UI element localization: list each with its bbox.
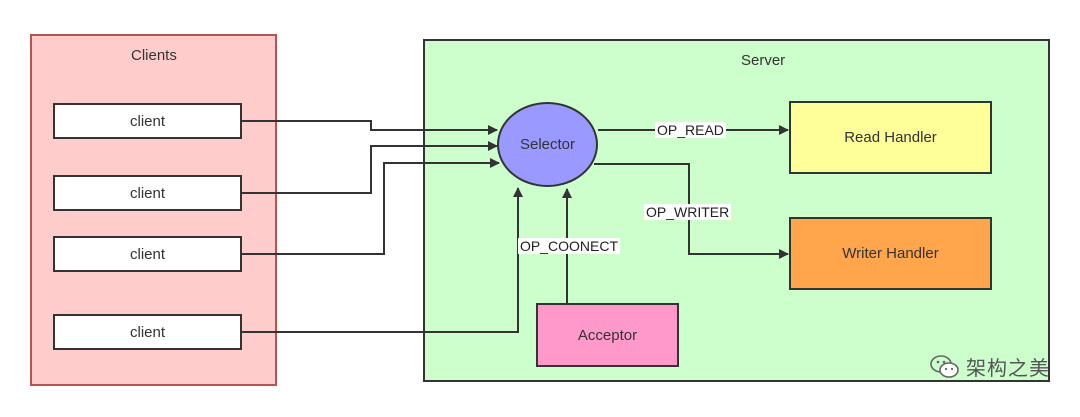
edge-client2-selector bbox=[242, 141, 498, 194]
server-title: Server bbox=[741, 52, 786, 69]
read-handler-box: Read Handler bbox=[789, 101, 992, 174]
label-op-writer: OP_WRITER bbox=[644, 204, 732, 220]
edge-client3-selector bbox=[242, 158, 500, 255]
edge-client4-selector bbox=[242, 187, 523, 333]
client-box-1: client bbox=[53, 103, 242, 139]
client-box-4: client bbox=[53, 314, 242, 350]
server-panel bbox=[423, 39, 1050, 382]
client-box-3: client bbox=[53, 236, 242, 272]
client-box-2: client bbox=[53, 175, 242, 211]
acceptor-box: Acceptor bbox=[536, 303, 679, 367]
watermark: 架构之美 bbox=[930, 352, 1050, 381]
writer-handler-box: Writer Handler bbox=[789, 217, 992, 290]
selector-node: Selector bbox=[497, 102, 598, 187]
label-op-read: OP_READ bbox=[655, 122, 726, 138]
label-op-connect: OP_COONECT bbox=[518, 238, 621, 254]
clients-title: Clients bbox=[131, 47, 177, 64]
wechat-icon bbox=[930, 354, 959, 378]
watermark-text: 架构之美 bbox=[966, 358, 1050, 380]
edge-client1-selector bbox=[242, 120, 498, 135]
